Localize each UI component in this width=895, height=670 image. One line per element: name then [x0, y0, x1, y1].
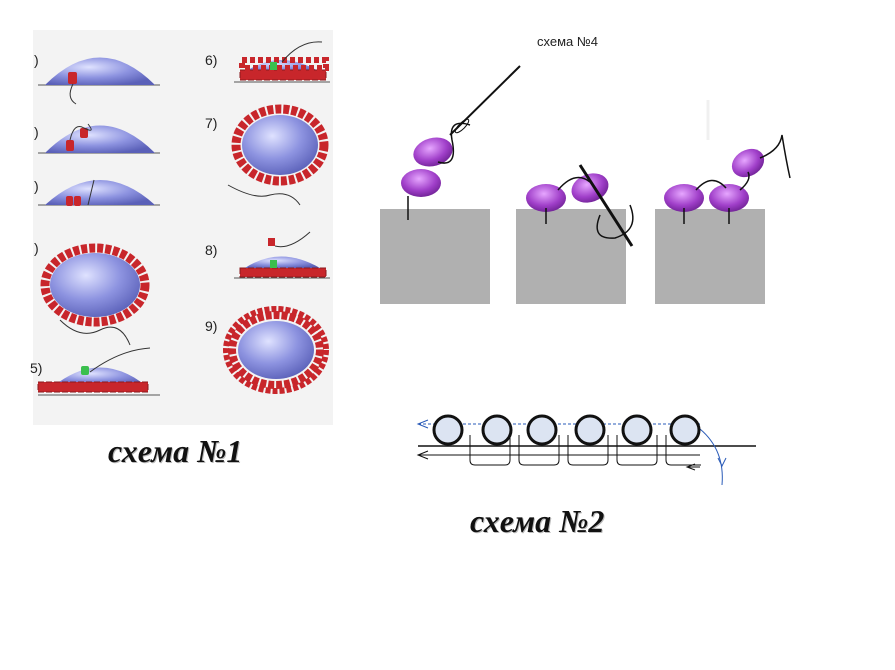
step-number-5: 5)	[30, 360, 43, 376]
scheme4-panel-1	[380, 65, 521, 304]
step-number-3: )	[34, 178, 39, 194]
scheme4-panel-2	[516, 164, 634, 304]
scheme4-panel-3	[655, 100, 791, 304]
scheme1-step3	[38, 179, 160, 206]
scheme2-diagram	[416, 414, 756, 486]
scheme1-step9	[223, 306, 329, 394]
step-number-7: 7)	[205, 115, 218, 131]
scheme1-step4	[40, 243, 150, 346]
scheme1-step8	[234, 231, 330, 279]
scheme1-step1	[38, 57, 160, 105]
scheme2-caption: схема №2	[470, 503, 605, 539]
scheme1-step6	[234, 41, 330, 83]
step-number-1: )	[34, 52, 39, 68]
scheme1-step2	[38, 123, 160, 154]
scheme4-title: схема №4	[537, 34, 599, 49]
step-number-6: 6)	[205, 52, 218, 68]
step-number-9: 9)	[205, 318, 218, 334]
scheme1-step7	[227, 104, 329, 206]
step-number-2: )	[34, 124, 39, 140]
scheme1-caption: схема №1	[108, 433, 243, 469]
step-number-4: )	[34, 240, 39, 256]
step-number-8: 8)	[205, 242, 218, 258]
scheme1-step5	[37, 347, 160, 396]
